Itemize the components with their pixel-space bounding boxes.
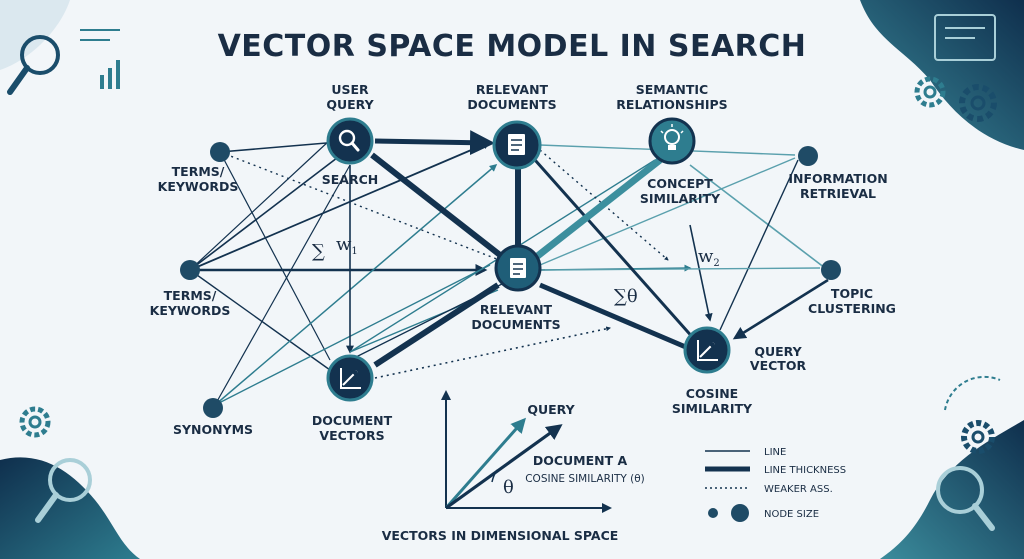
node-relevant-documents-mid bbox=[494, 244, 542, 292]
edge bbox=[214, 264, 491, 406]
edge-thick bbox=[370, 152, 502, 258]
label-relevant-docs-mid-1: RELEVANT bbox=[480, 302, 553, 317]
legend-swatch-node-small bbox=[708, 508, 718, 518]
node-terms-keywords-mid bbox=[180, 260, 200, 280]
legend-line-label: LINE bbox=[764, 447, 786, 458]
weight-w2: w2 bbox=[698, 246, 720, 269]
edge-dotted bbox=[374, 326, 611, 379]
inset-vector-space: QUERY DOCUMENT A COSINE SIMILARITY (θ) θ… bbox=[382, 390, 645, 543]
legend-thickness-label: LINE THICKNESS bbox=[764, 465, 846, 476]
label-relevant-docs-mid-2: DOCUMENTS bbox=[471, 317, 560, 332]
legend-weaker-label: WEAKER ASS. bbox=[764, 484, 833, 495]
weight-w1: w1 bbox=[336, 234, 358, 257]
document-icon bbox=[510, 258, 526, 278]
label-concept-2: SIMILARITY bbox=[640, 191, 721, 206]
node-user-query bbox=[326, 117, 374, 165]
node-labels: USER QUERY SEARCH RELEVANT DOCUMENTS SEM… bbox=[150, 82, 896, 443]
vector-axes-icon bbox=[340, 368, 361, 389]
corner-decoration-top-right bbox=[860, 0, 1024, 150]
edge-thick-teal bbox=[532, 157, 663, 261]
edge bbox=[544, 267, 821, 271]
magnifier-icon bbox=[338, 129, 360, 152]
label-terms-top-1: TERMS/ bbox=[172, 164, 225, 179]
label-user-query-1: USER bbox=[331, 82, 369, 97]
sum-symbol: ∑ bbox=[312, 241, 325, 262]
edge bbox=[689, 164, 826, 269]
document-icon bbox=[508, 134, 525, 155]
inset-cosine-label: COSINE SIMILARITY (θ) bbox=[525, 473, 645, 485]
node-terms-keywords-top bbox=[210, 142, 230, 162]
label-info-retrieval-2: RETRIEVAL bbox=[800, 186, 876, 201]
label-relevant-docs-top-1: RELEVANT bbox=[476, 82, 549, 97]
inset-theta: θ bbox=[503, 477, 514, 498]
label-cosine-1: COSINE bbox=[686, 386, 738, 401]
node-topic-clustering bbox=[821, 260, 841, 280]
label-topic-1: TOPIC bbox=[831, 286, 873, 301]
label-topic-2: CLUSTERING bbox=[808, 301, 896, 316]
edge bbox=[189, 139, 331, 271]
lightbulb-icon bbox=[660, 124, 684, 150]
corner-decoration-bottom-right bbox=[880, 375, 1024, 559]
edge-thick bbox=[539, 282, 689, 351]
edge bbox=[189, 140, 492, 271]
label-cosine-2: SIMILARITY bbox=[672, 401, 753, 416]
label-search: SEARCH bbox=[322, 172, 378, 187]
edge bbox=[189, 269, 331, 371]
inset-caption: VECTORS IN DIMENSIONAL SPACE bbox=[382, 528, 619, 543]
edge-thick bbox=[533, 159, 697, 341]
gear-icon bbox=[914, 76, 997, 122]
label-doc-vectors-2: VECTORS bbox=[319, 428, 384, 443]
label-concept-1: CONCEPT bbox=[647, 176, 713, 191]
legend-node-size-label: NODE SIZE bbox=[764, 509, 819, 520]
edge bbox=[214, 164, 498, 406]
edge bbox=[732, 278, 829, 340]
inset-query-label: QUERY bbox=[527, 402, 575, 417]
legend: LINE LINE THICKNESS WEAKER ASS. NODE SIZ… bbox=[705, 447, 846, 522]
edge bbox=[539, 157, 796, 266]
sum-theta: ∑θ bbox=[614, 286, 638, 307]
node-semantic-relationships bbox=[648, 117, 696, 165]
edge-thick bbox=[374, 130, 495, 156]
edge bbox=[219, 151, 331, 361]
vector-axes-icon bbox=[697, 340, 718, 361]
label-semantic-1: SEMANTIC bbox=[636, 82, 708, 97]
node-relevant-documents-top bbox=[492, 120, 542, 170]
label-info-retrieval-1: INFORMATION bbox=[788, 171, 887, 186]
label-terms-mid-1: TERMS/ bbox=[164, 288, 217, 303]
node-query-vector bbox=[683, 326, 731, 374]
corner-decoration-top-left bbox=[0, 0, 120, 95]
label-terms-top-2: KEYWORDS bbox=[158, 179, 239, 194]
node-document-vectors bbox=[326, 354, 374, 402]
edge bbox=[214, 164, 351, 406]
label-doc-vectors-1: DOCUMENT bbox=[312, 413, 393, 428]
label-terms-mid-2: KEYWORDS bbox=[150, 303, 231, 318]
edge-dotted bbox=[219, 151, 521, 269]
node-synonyms bbox=[203, 398, 223, 418]
edge bbox=[719, 159, 799, 331]
label-relevant-docs-top-2: DOCUMENTS bbox=[467, 97, 556, 112]
edge bbox=[189, 147, 351, 271]
label-semantic-2: RELATIONSHIPS bbox=[616, 97, 727, 112]
edge bbox=[689, 224, 713, 322]
label-query-vector-2: VECTOR bbox=[750, 358, 807, 373]
label-query-vector-1: QUERY bbox=[754, 344, 802, 359]
label-user-query-2: QUERY bbox=[326, 97, 374, 112]
node-information-retrieval bbox=[798, 146, 818, 166]
page-title: VECTOR SPACE MODEL IN SEARCH bbox=[218, 29, 807, 64]
legend-swatch-node-large bbox=[731, 504, 749, 522]
label-synonyms: SYNONYMS bbox=[173, 422, 253, 437]
corner-decoration-bottom-left bbox=[0, 406, 140, 559]
edge-thick bbox=[373, 282, 500, 368]
inset-document-label: DOCUMENT A bbox=[533, 453, 628, 468]
